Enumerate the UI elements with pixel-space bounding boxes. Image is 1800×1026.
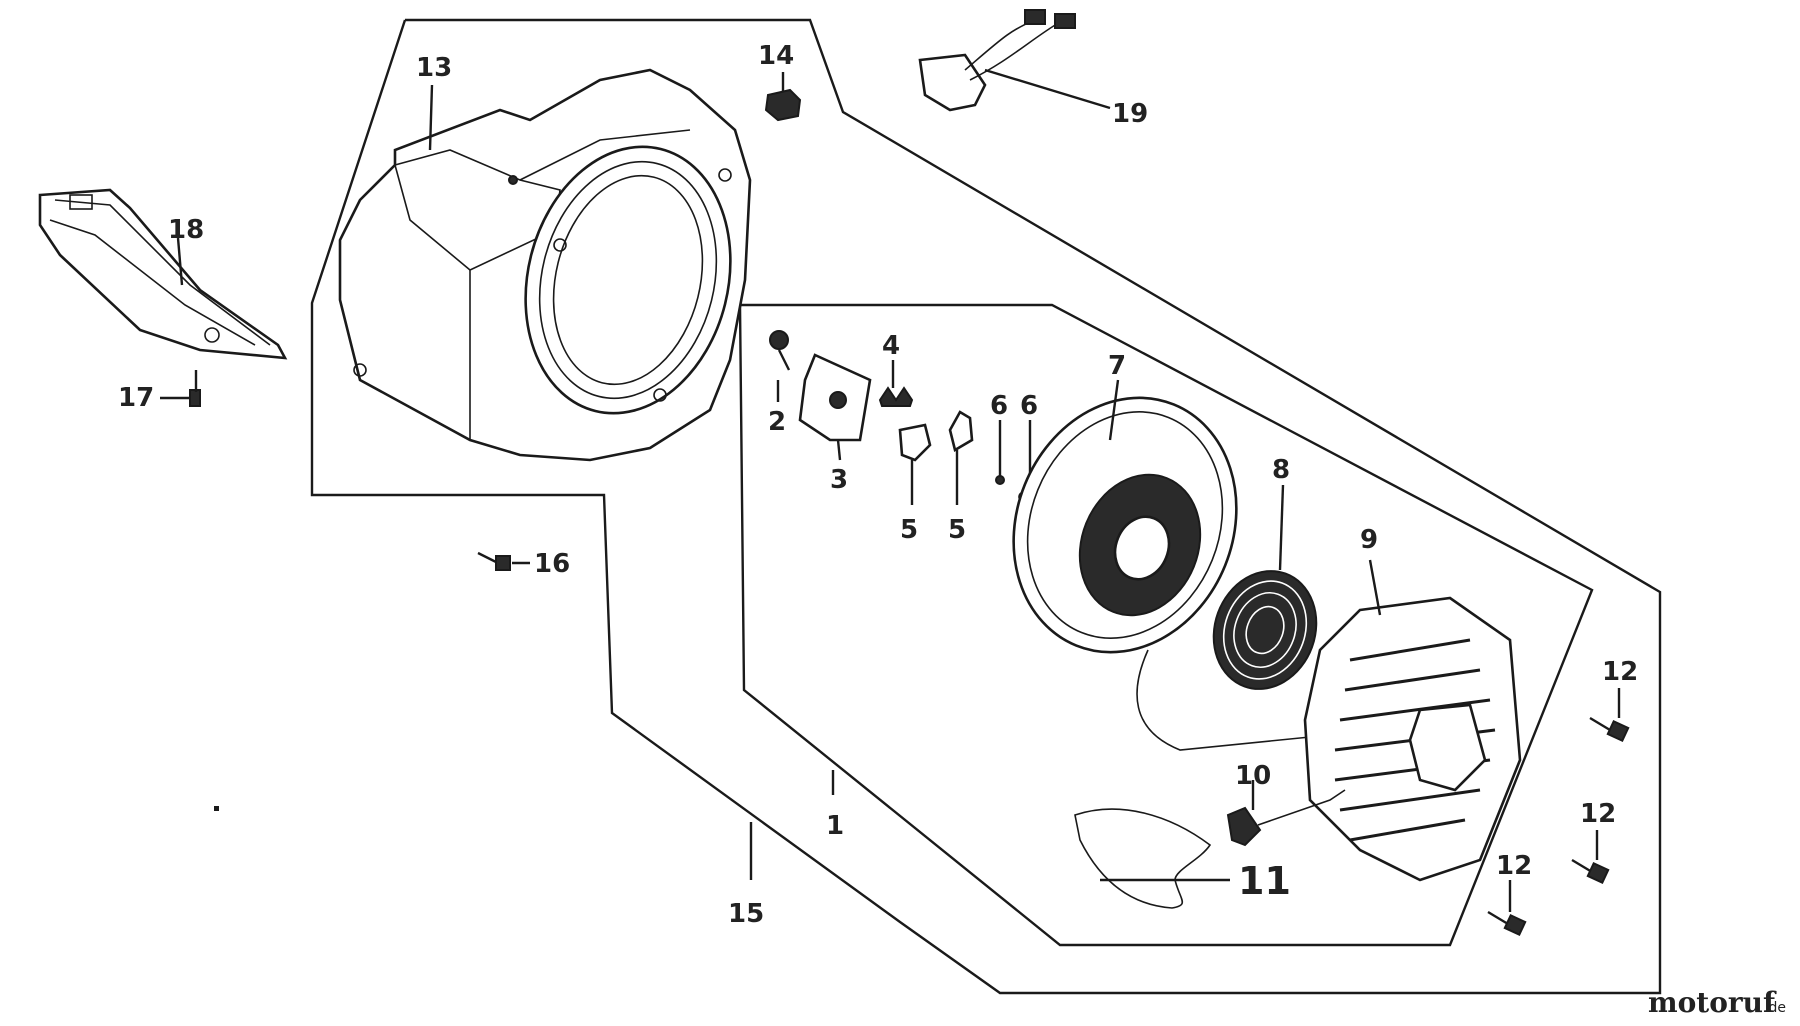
callout-13: 13 xyxy=(416,53,452,83)
callout-14: 14 xyxy=(758,41,794,71)
part-13-fan-shroud xyxy=(338,68,752,462)
part-19-switch xyxy=(918,9,1111,112)
part-2-screw xyxy=(769,330,791,402)
callout-9: 9 xyxy=(1360,525,1378,555)
callout-3: 3 xyxy=(830,465,848,495)
part-7-reel xyxy=(1012,379,1331,751)
callout-15: 15 xyxy=(728,899,764,929)
callout-4: 4 xyxy=(882,331,900,361)
callout-5a: 5 xyxy=(900,515,918,545)
part-18-side-cover xyxy=(38,188,288,360)
callout-11: 11 xyxy=(1238,859,1291,903)
part-10-handle xyxy=(1226,780,1346,847)
callout-17: 17 xyxy=(118,383,154,413)
motoruf-watermark: motoruf .de xyxy=(1648,986,1786,1019)
callout-12a: 12 xyxy=(1602,657,1638,687)
part-5-ratchet-left xyxy=(898,423,932,505)
part-5-ratchet-right xyxy=(948,410,974,505)
callout-16: 16 xyxy=(534,549,570,579)
watermark-suffix: .de xyxy=(1764,1000,1786,1016)
part-3-ratchet-plate xyxy=(798,353,872,461)
callout-12b: 12 xyxy=(1580,799,1616,829)
part-4-spring xyxy=(878,360,914,407)
part-12-bolt-upper xyxy=(1589,688,1630,743)
group-1-boundary xyxy=(738,303,1594,947)
callout-6a: 6 xyxy=(990,391,1008,421)
part-6-spring-left xyxy=(995,420,1005,485)
group-15-boundary xyxy=(310,18,1662,995)
callout-12c: 12 xyxy=(1496,851,1532,881)
callout-5b: 5 xyxy=(948,515,966,545)
stray-mark xyxy=(214,806,219,811)
part-11-label xyxy=(1074,808,1230,909)
callout-19: 19 xyxy=(1112,99,1148,129)
part-16-bolt xyxy=(477,551,530,571)
part-8-recoil-spring xyxy=(1212,484,1318,690)
part-12-bolt-lower xyxy=(1487,880,1527,937)
callout-18: 18 xyxy=(168,215,204,245)
part-12-bolt-middle xyxy=(1571,830,1610,885)
part-17-bolt xyxy=(189,370,201,407)
part-14-nut xyxy=(764,72,802,122)
watermark-brand: motoruf xyxy=(1648,986,1777,1019)
callout-10: 10 xyxy=(1235,761,1271,791)
callout-7: 7 xyxy=(1108,351,1126,381)
part-9-starter-case xyxy=(1303,559,1522,882)
callout-8: 8 xyxy=(1272,455,1290,485)
callout-6b: 6 xyxy=(1020,391,1038,421)
callout-1: 1 xyxy=(826,811,844,841)
callout-2: 2 xyxy=(768,407,786,437)
leader-lines xyxy=(160,84,835,880)
